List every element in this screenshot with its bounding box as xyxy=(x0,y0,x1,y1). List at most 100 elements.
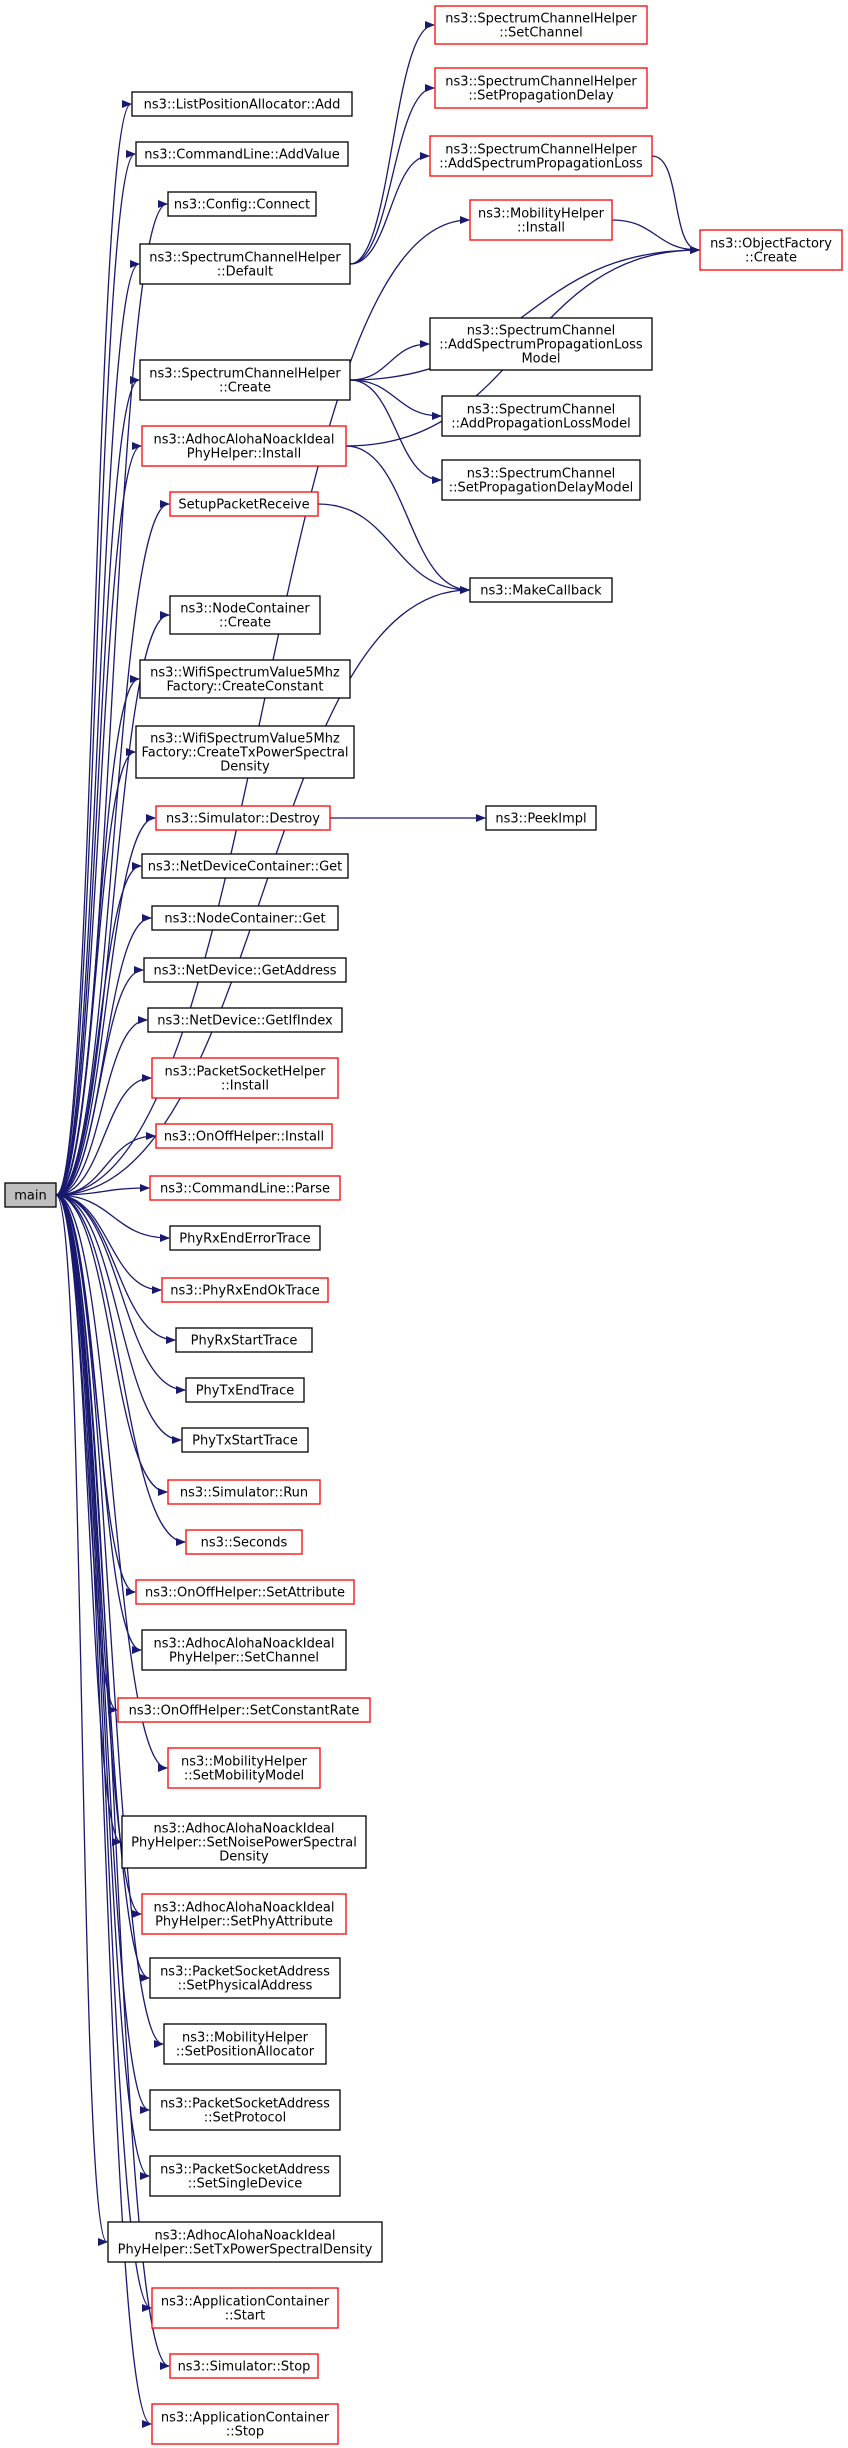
edge-main-to-mob_install xyxy=(55,216,470,1196)
node-nd_getifindex[interactable]: ns3::NetDevice::GetIfIndex xyxy=(147,1007,343,1033)
node-label-line: ns3::MobilityHelper xyxy=(478,207,605,222)
node-seconds[interactable]: ns3::Seconds xyxy=(185,1529,303,1555)
node-label-line: PhyHelper::SetNoisePowerSpectral xyxy=(131,1836,357,1851)
node-label-line: ns3::ApplicationContainer xyxy=(161,2411,330,2426)
root-node-main[interactable]: main xyxy=(4,1182,57,1208)
node-sc_addspecloss_model[interactable]: ns3::SpectrumChannel::AddSpectrumPropaga… xyxy=(429,317,653,371)
node-mob_setposalloc[interactable]: ns3::MobilityHelper::SetPositionAllocato… xyxy=(163,2023,327,2065)
node-aloha_settxpsd[interactable]: ns3::AdhocAlohaNoackIdealPhyHelper::SetT… xyxy=(107,2221,383,2263)
node-peek_impl[interactable]: ns3::PeekImpl xyxy=(485,805,597,831)
node-label-line: ::SetPropagationDelayModel xyxy=(449,481,633,496)
node-box xyxy=(169,2353,319,2379)
node-label-line: SetupPacketReceive xyxy=(178,498,309,513)
node-box xyxy=(429,317,653,371)
node-label-line: ns3::WifiSpectrumValue5Mhz xyxy=(150,732,340,747)
node-label-line: ns3::Simulator::Run xyxy=(180,1486,308,1501)
node-sim_destroy[interactable]: ns3::Simulator::Destroy xyxy=(155,805,331,831)
edge-main-to-wifi_createconstant xyxy=(55,675,140,1196)
node-label-line: ns3::SpectrumChannelHelper xyxy=(445,12,637,27)
node-label-line: ::Start xyxy=(225,2309,266,2324)
node-cmd_addvalue[interactable]: ns3::CommandLine::AddValue xyxy=(135,141,349,167)
node-setup_packet_receive[interactable]: SetupPacketReceive xyxy=(169,491,319,517)
node-onoff_install[interactable]: ns3::OnOffHelper::Install xyxy=(155,1123,333,1149)
node-phy_rxendError[interactable]: PhyRxEndErrorTrace xyxy=(169,1225,321,1251)
node-sc_addproploss[interactable]: ns3::SpectrumChannel::AddPropagationLoss… xyxy=(441,395,641,437)
node-box xyxy=(139,243,351,285)
node-label-line: ns3::AdhocAlohaNoackIdeal xyxy=(154,1822,335,1837)
node-label-line: ns3::SpectrumChannelHelper xyxy=(149,251,341,266)
node-cmd_parse[interactable]: ns3::CommandLine::Parse xyxy=(149,1175,341,1201)
node-mob_install[interactable]: ns3::MobilityHelper::Install xyxy=(469,199,613,241)
node-label-line: ns3::NetDevice::GetAddress xyxy=(153,964,336,979)
node-box xyxy=(185,1529,303,1555)
edge-main-to-aloha_install xyxy=(55,442,142,1196)
node-wifi_createconstant[interactable]: ns3::WifiSpectrumValue5MhzFactory::Creat… xyxy=(139,659,351,699)
node-appc_start[interactable]: ns3::ApplicationContainer::Start xyxy=(151,2287,339,2329)
edge-main-to-aloha_settxpsd xyxy=(55,1194,108,2246)
node-aloha_setchannel[interactable]: ns3::AdhocAlohaNoackIdealPhyHelper::SetC… xyxy=(141,1629,347,1671)
node-label-line: ns3::AdhocAlohaNoackIdeal xyxy=(154,433,335,448)
node-aloha_setnoisepsd[interactable]: ns3::AdhocAlohaNoackIdealPhyHelper::SetN… xyxy=(121,1815,367,1869)
node-config_connect[interactable]: ns3::Config::Connect xyxy=(167,191,317,217)
node-psa_setsingledev[interactable]: ns3::PacketSocketAddress::SetSingleDevic… xyxy=(149,2155,341,2197)
node-aloha_setphyattr[interactable]: ns3::AdhocAlohaNoackIdealPhyHelper::SetP… xyxy=(141,1893,347,1935)
node-box xyxy=(151,2287,339,2329)
node-label-line: ::Create xyxy=(219,381,271,396)
node-phy_txstart[interactable]: PhyTxStartTrace xyxy=(181,1427,309,1453)
node-label-line: ns3::Simulator::Destroy xyxy=(166,812,320,827)
node-label-line: PhyHelper::SetTxPowerSpectralDensity xyxy=(118,2243,373,2258)
edge-main-to-sim_destroy xyxy=(55,814,156,1196)
node-sim_run[interactable]: ns3::Simulator::Run xyxy=(167,1479,321,1505)
node-onoff_setconstrate[interactable]: ns3::OnOffHelper::SetConstantRate xyxy=(117,1697,371,1723)
node-make_callback[interactable]: ns3::MakeCallback xyxy=(469,577,613,603)
node-label-line: ns3::OnOffHelper::Install xyxy=(164,1130,324,1145)
node-wifi_createtxpsd[interactable]: ns3::WifiSpectrumValue5MhzFactory::Creat… xyxy=(135,725,355,779)
node-nc_get[interactable]: ns3::NodeContainer::Get xyxy=(151,905,339,931)
node-box xyxy=(181,1427,309,1453)
edge-main-to-aloha_setchannel xyxy=(55,1194,142,1654)
edge-sch_create-to-sc_addspecloss_model xyxy=(349,340,430,381)
node-box xyxy=(169,491,319,517)
node-label-line: ns3::PacketSocketAddress xyxy=(160,1965,330,1980)
edge-main-to-phy_rxendError xyxy=(55,1194,170,1242)
node-sch_setpropdelay[interactable]: ns3::SpectrumChannelHelper::SetPropagati… xyxy=(434,67,648,109)
node-sch_setchannel[interactable]: ns3::SpectrumChannelHelper::SetChannel xyxy=(434,5,648,45)
node-phy_txend[interactable]: PhyTxEndTrace xyxy=(185,1377,305,1403)
node-label-line: ns3::NodeContainer xyxy=(180,602,310,617)
edge-main-to-aloha_setphyattr xyxy=(55,1194,142,1918)
node-psh_install[interactable]: ns3::PacketSocketHelper::Install xyxy=(151,1057,339,1099)
node-label-line: ns3::Seconds xyxy=(201,1536,288,1551)
node-sch_create[interactable]: ns3::SpectrumChannelHelper::Create xyxy=(139,359,351,401)
node-aloha_install[interactable]: ns3::AdhocAlohaNoackIdealPhyHelper::Inst… xyxy=(141,425,347,467)
node-label-line: ns3::MakeCallback xyxy=(480,584,602,599)
node-ndc_get[interactable]: ns3::NetDeviceContainer::Get xyxy=(141,853,349,879)
node-label-line: ::Stop xyxy=(226,2425,264,2440)
node-appc_stop[interactable]: ns3::ApplicationContainer::Stop xyxy=(151,2403,339,2445)
node-box xyxy=(147,1007,343,1033)
node-label-line: Factory::CreateTxPowerSpectral xyxy=(141,746,348,761)
node-onoff_setattr[interactable]: ns3::OnOffHelper::SetAttribute xyxy=(135,1579,355,1605)
edge-main-to-setup_packet_receive xyxy=(55,500,170,1196)
edge-main-to-nd_getifindex xyxy=(55,1016,148,1196)
node-listpos_add[interactable]: ns3::ListPositionAllocator::Add xyxy=(131,91,353,117)
node-nd_getaddress[interactable]: ns3::NetDevice::GetAddress xyxy=(143,957,347,983)
node-nc_create[interactable]: ns3::NodeContainer::Create xyxy=(169,595,321,635)
node-objfactory_create[interactable]: ns3::ObjectFactory::Create xyxy=(699,229,843,271)
node-sim_stop[interactable]: ns3::Simulator::Stop xyxy=(169,2353,319,2379)
node-box xyxy=(169,595,321,635)
node-sch_default[interactable]: ns3::SpectrumChannelHelper::Default xyxy=(139,243,351,285)
edge-main-to-cmd_parse xyxy=(55,1184,150,1196)
node-mob_setmobmodel[interactable]: ns3::MobilityHelper::SetMobilityModel xyxy=(167,1747,321,1789)
edge-aloha_install-to-make_callback xyxy=(345,445,470,594)
node-box xyxy=(469,199,613,241)
node-sc_setpropdelay[interactable]: ns3::SpectrumChannel::SetPropagationDela… xyxy=(441,459,641,501)
node-label-line: Density xyxy=(219,1850,269,1865)
node-phy_rxstart[interactable]: PhyRxStartTrace xyxy=(175,1327,313,1353)
node-phy_rxendok[interactable]: ns3::PhyRxEndOkTrace xyxy=(161,1277,329,1303)
edge-main-to-mob_setmobmodel xyxy=(55,1194,168,1772)
node-psa_setprotocol[interactable]: ns3::PacketSocketAddress::SetProtocol xyxy=(149,2089,341,2131)
node-box xyxy=(141,1629,347,1671)
node-box xyxy=(139,659,351,699)
node-psa_setphysaddr[interactable]: ns3::PacketSocketAddress::SetPhysicalAdd… xyxy=(149,1957,341,1999)
node-sch_addspecloss[interactable]: ns3::SpectrumChannelHelper::AddSpectrumP… xyxy=(429,135,653,177)
